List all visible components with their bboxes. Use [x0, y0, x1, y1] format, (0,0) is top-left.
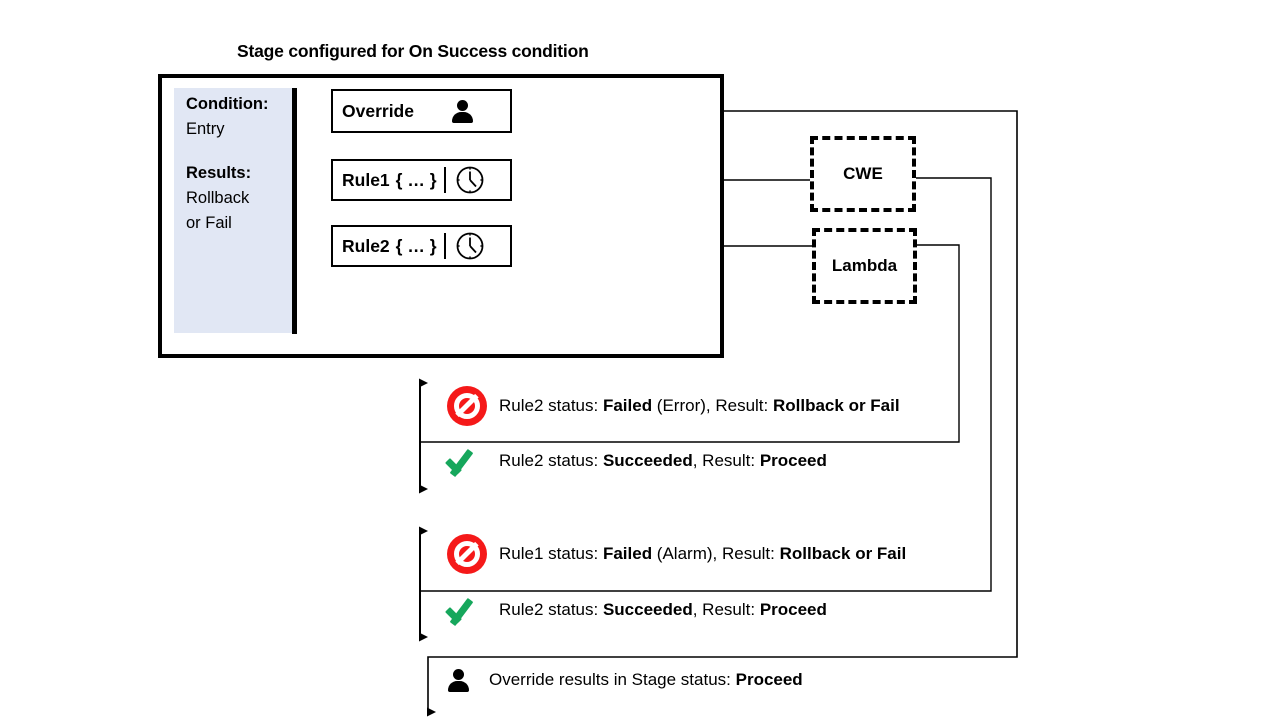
results-value-line2: or Fail	[186, 214, 232, 232]
status-line-override-proceed: Override results in Stage status: Procee…	[441, 668, 803, 692]
clock-icon	[455, 231, 485, 261]
status-value: Failed	[602, 396, 653, 415]
node-rule1[interactable]: Rule1 { … }	[331, 159, 512, 201]
node-lambda[interactable]: Lambda	[812, 228, 917, 304]
divider	[443, 167, 446, 193]
status-result: Proceed	[759, 600, 827, 619]
status-result: Proceed	[759, 451, 827, 470]
status-detail: , Result:	[692, 600, 760, 619]
clock-icon	[455, 165, 485, 195]
status-text: Rule2 status: Succeeded, Result: Proceed	[499, 600, 827, 620]
status-value: Succeeded	[602, 600, 693, 619]
node-lambda-label: Lambda	[831, 256, 898, 275]
condition-divider	[292, 88, 297, 334]
condition-text-block: Condition: Entry Results: Rollback or Fa…	[186, 92, 306, 236]
node-rule1-braces: { … }	[395, 169, 437, 190]
status-prefix: Rule2 status:	[499, 451, 603, 470]
stop-icon	[447, 534, 487, 574]
node-rule2-label: Rule2	[342, 235, 390, 256]
status-text: Rule2 status: Failed (Error), Result: Ro…	[499, 396, 900, 416]
status-result: Proceed	[735, 670, 803, 689]
status-line-rule1-failed: Rule1 status: Failed (Alarm), Result: Ro…	[447, 534, 906, 574]
results-label: Results:	[186, 164, 252, 182]
results-value-line1: Rollback	[186, 189, 250, 207]
node-cwe-label: CWE	[843, 164, 883, 183]
person-icon	[446, 668, 470, 692]
person-icon	[450, 99, 474, 123]
status-result: Rollback or Fail	[779, 544, 907, 563]
status-prefix: Override results in Stage status:	[489, 670, 736, 689]
status-line-rule2-succeeded-a: Rule2 status: Succeeded, Result: Proceed	[447, 444, 827, 478]
status-line-rule2-failed: Rule2 status: Failed (Error), Result: Ro…	[447, 386, 900, 426]
status-result: Rollback or Fail	[772, 396, 900, 415]
condition-value: Entry	[186, 120, 225, 138]
status-text: Rule2 status: Succeeded, Result: Proceed	[499, 451, 827, 471]
check-icon	[447, 593, 487, 627]
status-prefix: Rule2 status:	[499, 396, 603, 415]
node-override[interactable]: Override	[331, 89, 512, 133]
node-rule2[interactable]: Rule2 { … }	[331, 225, 512, 267]
status-prefix: Rule2 status:	[499, 600, 603, 619]
condition-label: Condition:	[186, 95, 269, 113]
node-rule1-label: Rule1	[342, 169, 390, 190]
check-icon	[447, 444, 487, 478]
status-detail: , Result:	[692, 451, 760, 470]
status-text: Override results in Stage status: Procee…	[489, 670, 803, 690]
status-line-rule2-succeeded-b: Rule2 status: Succeeded, Result: Proceed	[447, 593, 827, 627]
status-detail: (Alarm), Result:	[652, 544, 780, 563]
status-detail: (Error), Result:	[652, 396, 773, 415]
status-value: Succeeded	[602, 451, 693, 470]
condition-spacer	[186, 142, 306, 161]
node-rule2-braces: { … }	[395, 235, 437, 256]
stop-icon	[447, 386, 487, 426]
node-override-label: Override	[342, 100, 414, 121]
condition-panel	[174, 88, 292, 333]
status-value: Failed	[602, 544, 653, 563]
page-title: Stage configured for On Success conditio…	[237, 41, 589, 61]
status-text: Rule1 status: Failed (Alarm), Result: Ro…	[499, 544, 906, 564]
person-icon-wrap	[441, 668, 475, 692]
status-prefix: Rule1 status:	[499, 544, 603, 563]
node-cwe[interactable]: CWE	[810, 136, 916, 212]
divider	[443, 233, 446, 259]
